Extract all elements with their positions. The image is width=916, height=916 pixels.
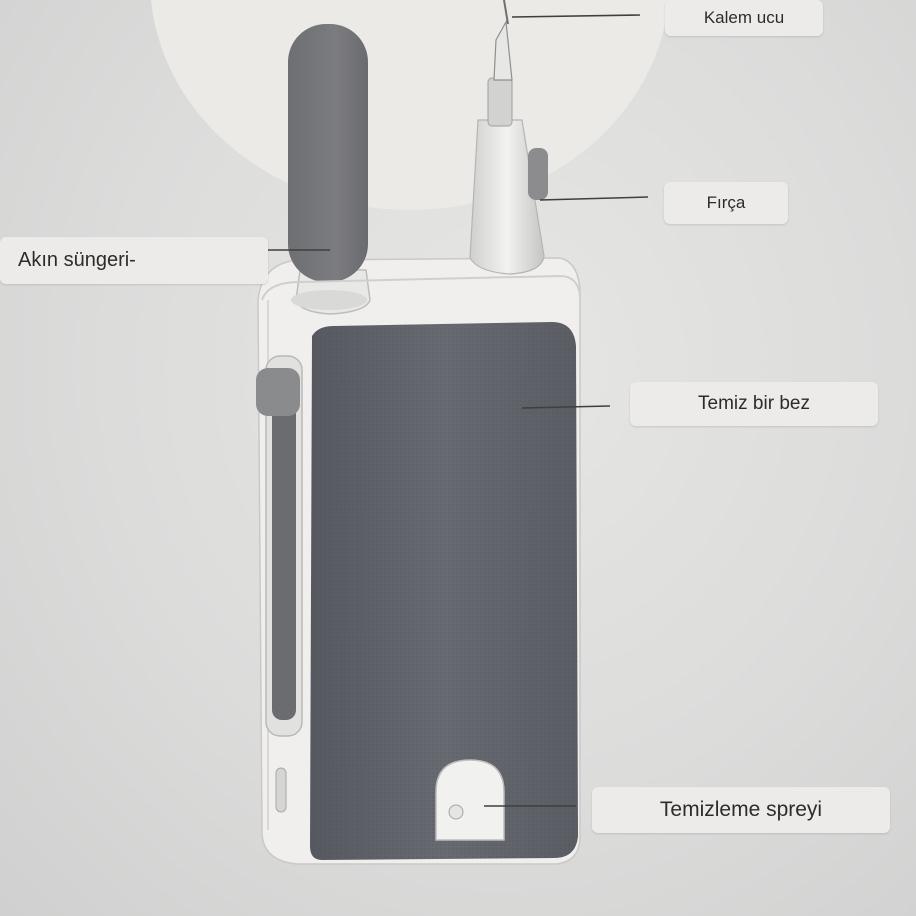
cloth-panel bbox=[310, 322, 578, 860]
spray-button bbox=[435, 759, 505, 841]
side-pocket bbox=[256, 355, 303, 813]
label-kalem-ucu: Kalem ucu bbox=[665, 0, 823, 36]
label-firca: Fırça bbox=[664, 182, 788, 224]
callout-line-kalem-ucu bbox=[511, 14, 641, 18]
brush-pen bbox=[469, 0, 548, 275]
sponge-pen bbox=[288, 24, 371, 315]
callout-line-temiz-bez bbox=[521, 405, 611, 409]
callout-lines bbox=[268, 14, 649, 807]
label-akin-sungeri: Akın süngeri- bbox=[0, 237, 268, 284]
label-temiz-bir-bez: Temiz bir bez bbox=[630, 382, 878, 426]
label-temizleme-spreyi: Temizleme spreyi bbox=[592, 787, 890, 833]
callout-line-firca bbox=[539, 196, 649, 201]
